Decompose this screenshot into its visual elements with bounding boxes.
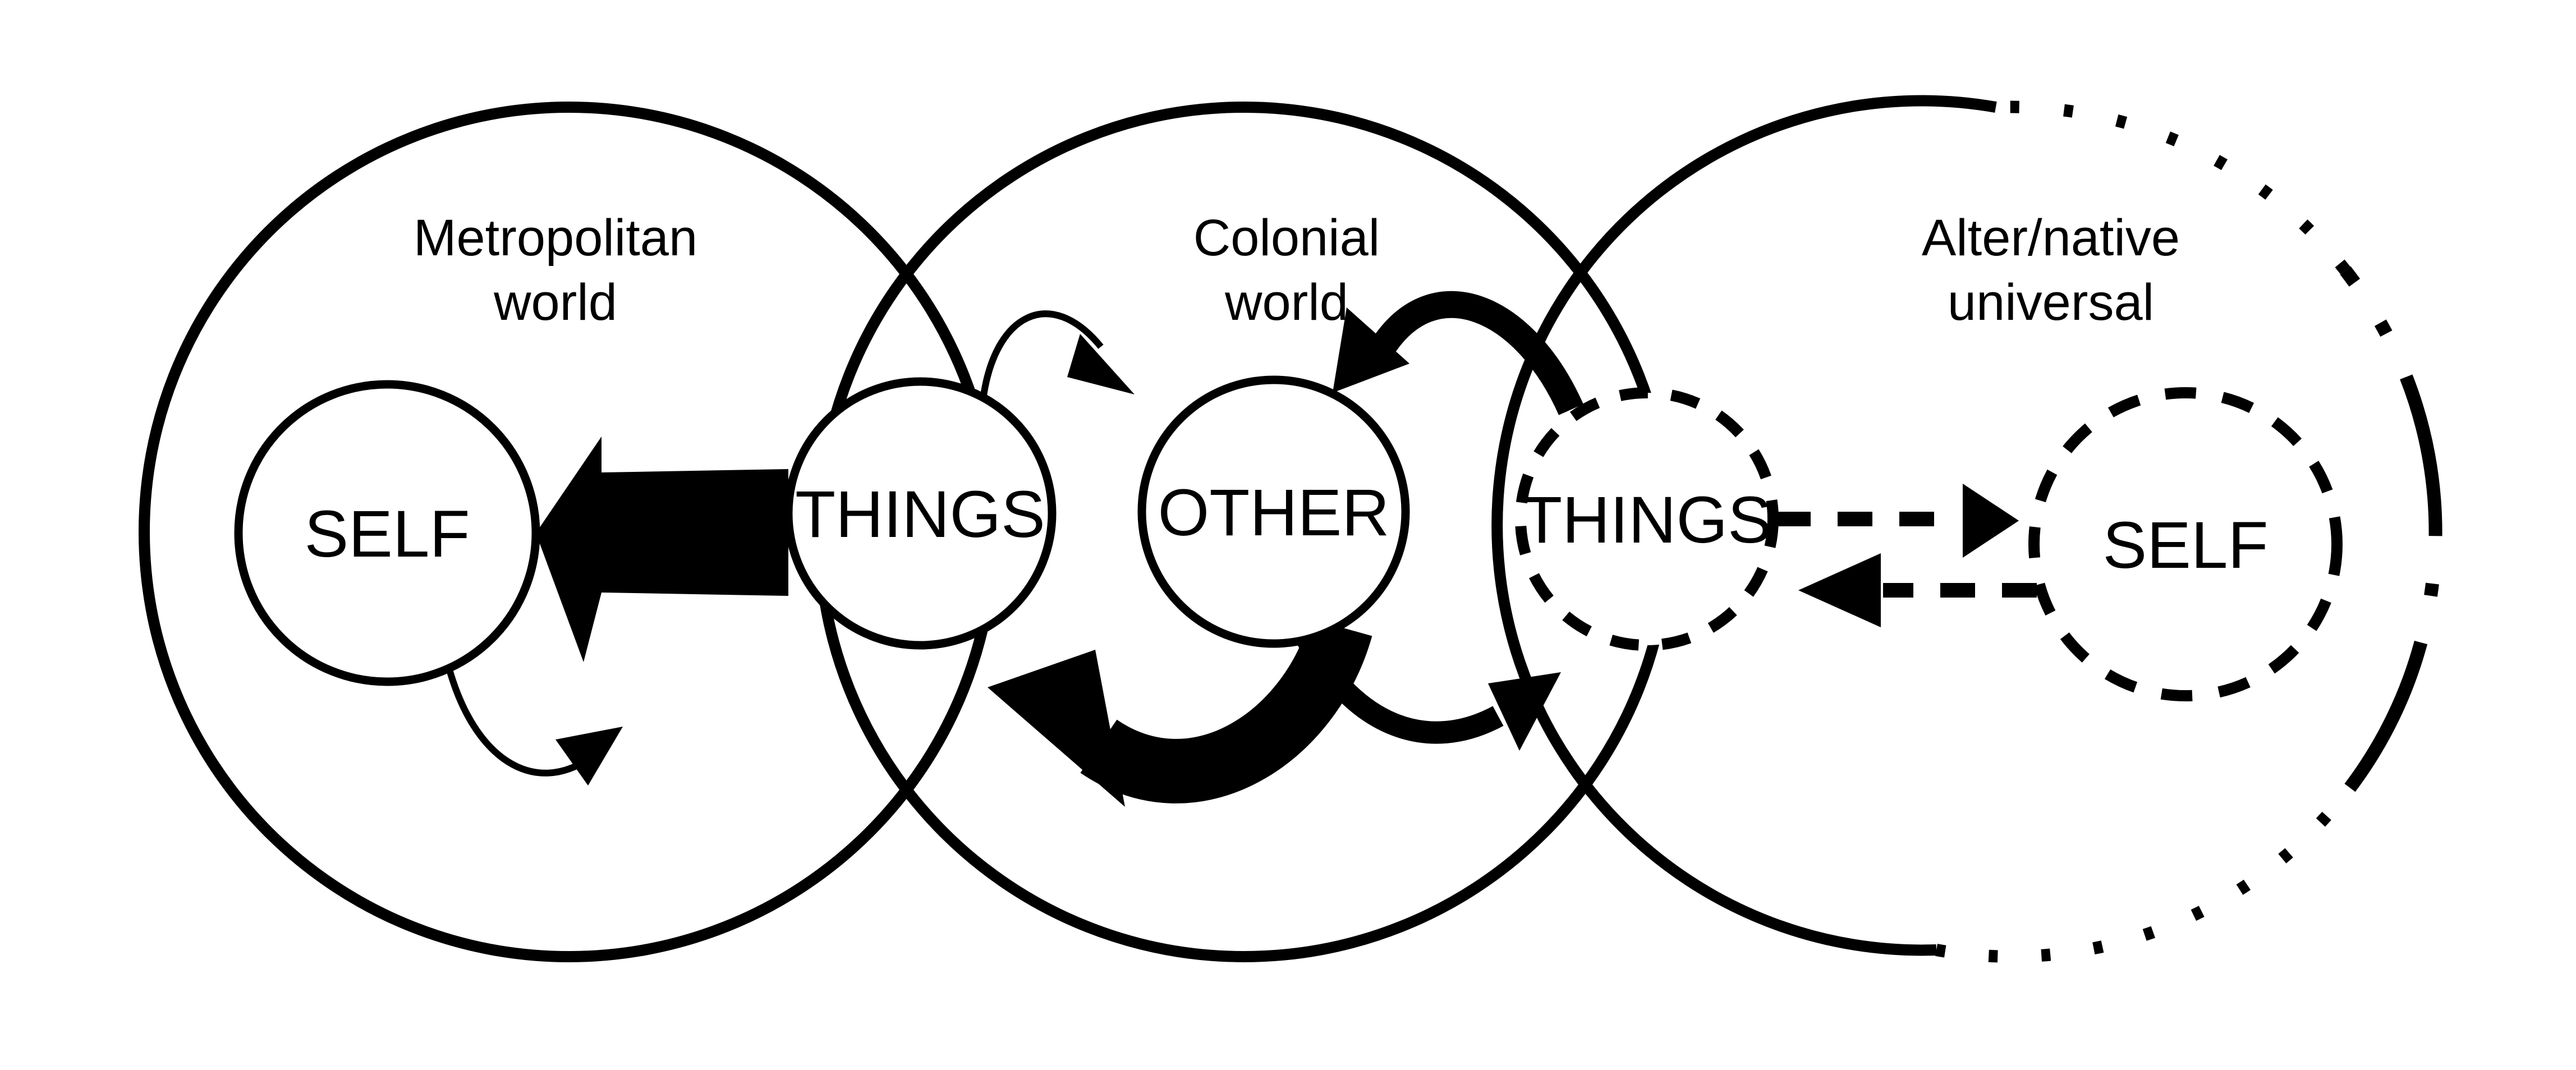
arrowhead-se-icon <box>1067 334 1135 394</box>
things-dashed-circle-outline <box>1515 387 1779 651</box>
arrow-dashed-things-to-other <box>1333 291 1583 415</box>
world-label-line2: world <box>1224 274 1348 331</box>
arrowhead-nw-icon <box>988 650 1125 807</box>
node-things-colonial-alternative: THINGS <box>1515 387 1779 651</box>
arrow-things-to-self-block <box>536 437 788 662</box>
arrow-things-to-other-top <box>980 310 1135 400</box>
things-circle-outline <box>784 377 1057 650</box>
node-self-metropolitan: SELF <box>234 380 540 686</box>
arrow-other-to-things-bottom <box>988 618 1372 807</box>
world-label-line2: universal <box>1948 274 2154 331</box>
world-circle-alternative <box>1491 95 2442 963</box>
alternative-outline-longdash-right <box>2340 266 2442 792</box>
world-label-text: universal <box>1948 274 2154 331</box>
world-label-line1: Metropolitan <box>414 209 697 267</box>
world-label-text: world <box>493 274 617 331</box>
thick-curve-tail <box>1370 291 1583 415</box>
world-label-text: Colonial <box>1193 209 1380 267</box>
self-circle-outline <box>234 380 540 686</box>
node-label-things-dashed: THINGS <box>1522 483 1772 557</box>
world-label-text: Metropolitan <box>414 209 697 267</box>
world-label-line2: world <box>493 274 617 331</box>
node-label-other: OTHER <box>1158 476 1390 550</box>
alternative-outline-dotted-top <box>1995 100 2350 274</box>
node-self-alternative: SELF <box>2028 387 2343 701</box>
other-circle-outline <box>1137 375 1410 648</box>
arrowhead-right-icon <box>1963 484 2019 558</box>
alternative-outline-dotted-bottom <box>1935 784 2355 963</box>
medium-curve-tail <box>1297 634 1504 744</box>
node-label-things: THINGS <box>795 477 1045 552</box>
node-things-metropolitan-colonial: THINGS <box>784 377 1057 650</box>
arrowhead-ne-icon <box>555 727 623 786</box>
arrowhead-sw-icon <box>1333 307 1409 393</box>
world-label-metropolitan: Metropolitan world <box>414 209 697 331</box>
alternative-outline-solid-arc <box>1491 95 1997 956</box>
world-label-colonial: Colonial world <box>1193 209 1380 331</box>
arrowhead-ne-icon <box>1488 672 1561 751</box>
block-arrow-left-icon <box>536 437 788 662</box>
thin-curve-tail <box>446 667 591 777</box>
node-label-self-dashed: SELF <box>2102 508 2268 582</box>
node-label-self: SELF <box>304 497 470 571</box>
world-label-text: Alter/native <box>1922 209 2180 267</box>
arrowhead-left-icon <box>1798 553 1881 627</box>
arrow-dashed-self-to-things <box>1798 553 2037 627</box>
arrow-self-curl-to-things <box>446 667 623 786</box>
world-label-line1: Colonial <box>1193 209 1380 267</box>
arrow-dashed-things-to-self <box>1776 484 2019 558</box>
world-label-text: world <box>1224 274 1348 331</box>
node-other-colonial: OTHER <box>1137 375 1410 648</box>
world-label-line1: Alter/native <box>1922 209 2180 267</box>
thin-curve-tail <box>980 310 1104 400</box>
self-dashed-circle-outline <box>2028 387 2343 701</box>
world-label-alternative: Alter/native universal <box>1922 209 2180 331</box>
arrow-other-to-dashed-things <box>1297 634 1561 751</box>
